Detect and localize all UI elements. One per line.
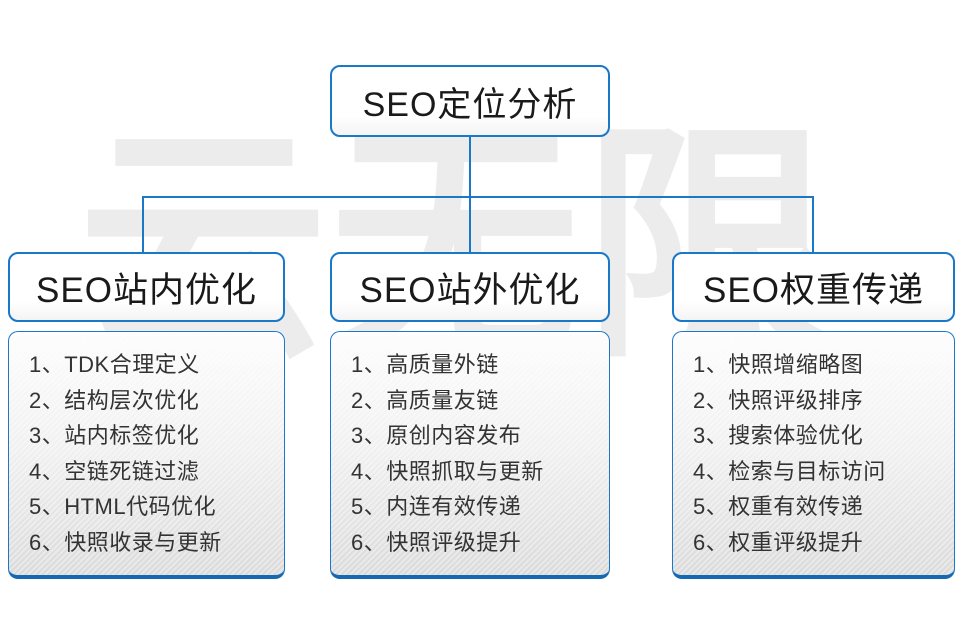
list-item: 2、快照评级排序 xyxy=(693,387,864,413)
list-item: 6、快照收录与更新 xyxy=(29,529,222,555)
onsite-item-list: 1、TDK合理定义 2、结构层次优化 3、站内标签优化 4、空链死链过滤 5、H… xyxy=(9,332,284,560)
list-item: 1、TDK合理定义 xyxy=(29,352,200,377)
connector-root-vertical xyxy=(469,137,471,197)
offsite-item-list: 1、高质量外链 2、高质量友链 3、原创内容发布 4、快照抓取与更新 5、内连有… xyxy=(331,332,609,560)
root-node-seo-positioning: SEO定位分析 xyxy=(330,65,610,137)
list-item: 5、内连有效传递 xyxy=(351,494,522,519)
list-item: 4、快照抓取与更新 xyxy=(351,458,544,484)
list-item: 3、站内标签优化 xyxy=(29,423,200,448)
column-header-offsite: SEO站外优化 xyxy=(330,252,610,322)
connector-left-vertical xyxy=(142,197,144,252)
list-item: 1、快照增缩略图 xyxy=(693,352,864,377)
connector-right-vertical xyxy=(812,197,814,252)
list-item: 3、搜索体验优化 xyxy=(693,423,864,448)
list-item: 5、HTML代码优化 xyxy=(29,494,217,519)
list-item: 5、权重有效传递 xyxy=(693,494,864,519)
column-panel-weight: 1、快照增缩略图 2、快照评级排序 3、搜索体验优化 4、检索与目标访问 5、权… xyxy=(672,331,955,579)
list-item: 3、原创内容发布 xyxy=(351,423,522,448)
column-panel-onsite: 1、TDK合理定义 2、结构层次优化 3、站内标签优化 4、空链死链过滤 5、H… xyxy=(8,331,285,579)
watermark-text: 云无限 xyxy=(78,107,834,386)
column-header-onsite: SEO站内优化 xyxy=(8,252,285,322)
list-item: 2、高质量友链 xyxy=(351,387,499,413)
list-item: 1、高质量外链 xyxy=(351,352,499,377)
connector-horizontal xyxy=(142,196,814,198)
list-item: 4、检索与目标访问 xyxy=(693,458,886,484)
connector-middle-vertical xyxy=(469,197,471,252)
weight-item-list: 1、快照增缩略图 2、快照评级排序 3、搜索体验优化 4、检索与目标访问 5、权… xyxy=(673,332,954,560)
list-item: 6、快照评级提升 xyxy=(351,529,522,555)
list-item: 4、空链死链过滤 xyxy=(29,458,200,484)
column-panel-offsite: 1、高质量外链 2、高质量友链 3、原创内容发布 4、快照抓取与更新 5、内连有… xyxy=(330,331,610,579)
list-item: 6、权重评级提升 xyxy=(693,529,864,555)
list-item: 2、结构层次优化 xyxy=(29,387,200,413)
column-header-weight: SEO权重传递 xyxy=(672,252,955,322)
